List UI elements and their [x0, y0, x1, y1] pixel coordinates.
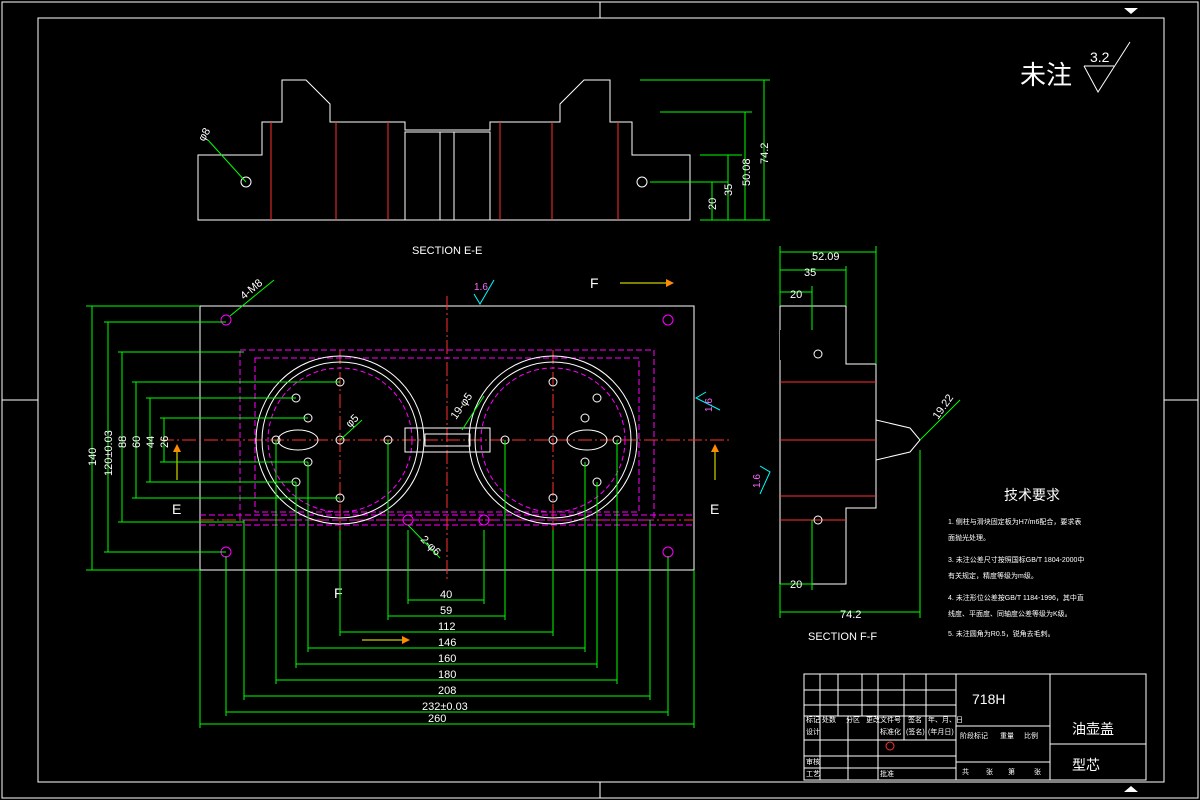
phi5-callout: φ5 — [344, 412, 362, 430]
tb-sheet-2: 第 — [1008, 767, 1015, 776]
ff-dim-74-2: 74.2 — [840, 609, 861, 621]
ff-roughness: 1.6 — [752, 474, 763, 488]
label-f-top: F — [590, 275, 599, 291]
vdim-44: 44 — [145, 436, 157, 448]
hdim-208: 208 — [438, 685, 456, 697]
part-name-text: 油壶盖 — [1072, 721, 1114, 737]
drawing-name-text: 型芯 — [1072, 757, 1100, 773]
section-ee-view: φ8 20 35 50.08 74.2 SECTION E-E — [196, 79, 771, 257]
section-ff-view: 52.09 35 20 20 74.2 19.22 1.6 SECTION F-… — [752, 246, 961, 643]
material-text: 718H — [972, 691, 1005, 707]
tb-stage-0: 阶段标记 — [960, 731, 988, 740]
tb-left-label-1: 标准化 — [880, 727, 901, 736]
plan-roughness-right: 1.6 — [704, 398, 715, 412]
tb-sheet-0: 共 — [962, 767, 969, 776]
tech-item-4: 4. 未注形位公差按GB/T 1184-1996，其中直 — [948, 593, 1084, 602]
label-e-left: E — [172, 501, 181, 517]
tb-stage-2: 比例 — [1024, 731, 1038, 740]
tb-left-label-6: 批准 — [880, 769, 894, 778]
tb-row-label-5: 年、月、日 — [928, 715, 963, 724]
plan-view: 4-M8 φ5 19-φ5 2-φ6 1.6 1.6 F F E E — [160, 275, 730, 644]
corner-roughness-value: 3.2 — [1090, 49, 1110, 65]
section-ff-label: SECTION F-F — [808, 631, 877, 643]
hdim-112: 112 — [438, 621, 456, 633]
ee-dim-50-08: 50.08 — [741, 158, 753, 186]
ee-dim-20: 20 — [707, 198, 719, 210]
vdim-60: 60 — [131, 436, 143, 448]
label-f-bottom: F — [334, 585, 343, 601]
corner-note-text: 未注 — [1020, 60, 1072, 90]
tech-item-1: 1. 侧柱与滑块固定板为H7/m6配合，要求表 — [948, 517, 1081, 526]
ff-dim-20-bottom: 20 — [790, 579, 802, 591]
tb-left-label-5: 工艺 — [806, 770, 820, 778]
hdim-160: 160 — [438, 653, 456, 665]
tech-item-1b: 面抛光处理。 — [948, 533, 990, 542]
tb-row-label-4: 签名 — [908, 715, 922, 724]
hdim-232: 232±0.03 — [422, 701, 468, 713]
ee-dim-35: 35 — [723, 184, 735, 196]
ff-dim-52-09: 52.09 — [812, 251, 840, 263]
corner-note: 未注 3.2 — [1020, 41, 1131, 93]
tb-row-label-1: 处数 — [822, 715, 836, 724]
title-block: 718H 油壶盖 型芯 标记 处数 分区 更改文件号 签名 年、月、日 设计 标… — [803, 673, 1147, 781]
plan-horizontal-dims: 40 59 112 146 160 180 208 232±0.03 260 — [199, 440, 695, 728]
section-ee-label: SECTION E-E — [412, 245, 482, 257]
tb-left-label-4: 审核 — [806, 757, 820, 766]
hdim-146: 146 — [438, 637, 456, 649]
ee-hole-callout: φ8 — [196, 126, 213, 143]
plan-roughness-top: 1.6 — [474, 282, 488, 293]
ee-dim-74-2: 74.2 — [759, 143, 771, 164]
phi5-19-callout: 19-φ5 — [449, 391, 476, 422]
ff-dim-35: 35 — [804, 267, 816, 279]
ff-dim-20-top: 20 — [790, 289, 802, 301]
tb-left-label-0: 设计 — [806, 727, 820, 736]
hdim-260: 260 — [428, 713, 446, 725]
tb-row-label-3: 更改文件号 — [866, 715, 901, 724]
tb-sheet-1: 张 — [986, 767, 993, 776]
tech-item-4b: 线度、平面度、同轴度公差等级为K级。 — [948, 609, 1072, 618]
vdim-140: 140 — [87, 448, 99, 466]
tech-item-3: 3. 未注公差尺寸按照国标GB/T 1804-2000中 — [948, 555, 1084, 564]
plan-vertical-dims: 140 120±0.03 88 60 44 26 — [86, 305, 340, 571]
tb-row-label-2: 分区 — [846, 715, 860, 724]
label-e-right: E — [710, 501, 719, 517]
hdim-59: 59 — [440, 605, 452, 617]
tb-left-label-3: (年月日) — [928, 727, 954, 736]
hdim-40: 40 — [440, 589, 452, 601]
tb-stage-1: 重量 — [1000, 732, 1014, 740]
vdim-120: 120±0.03 — [103, 430, 115, 476]
hdim-180: 180 — [438, 669, 456, 681]
tech-item-5: 5. 未注圆角为R0.5，锐角去毛刺。 — [948, 629, 1055, 638]
tb-sheet-3: 张 — [1034, 767, 1041, 776]
tech-title: 技术要求 — [1004, 487, 1060, 503]
tech-requirements: 技术要求 1. 侧柱与滑块固定板为H7/m6配合，要求表 面抛光处理。 3. 未… — [948, 487, 1084, 638]
vdim-88: 88 — [117, 436, 129, 448]
tb-row-label-0: 标记 — [806, 715, 820, 724]
tb-left-label-2: (签名) — [906, 727, 925, 736]
tech-item-3b: 有关规定，精度等级为m级。 — [948, 571, 1038, 580]
phi6-callout: 2-φ6 — [418, 534, 443, 559]
vdim-26: 26 — [159, 436, 171, 448]
